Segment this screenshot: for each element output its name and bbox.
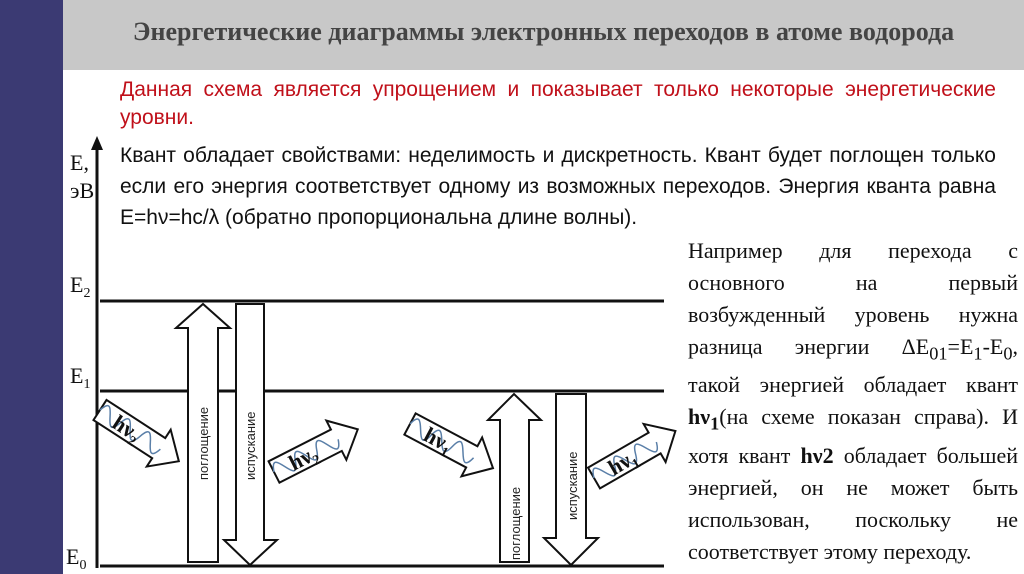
quantum-paragraph: Квант обладает свойствами: неделимость и… <box>120 144 996 229</box>
level-e1-label: E1 <box>70 363 90 392</box>
quantum-hv1: hν1 <box>688 404 719 433</box>
absorption-label-2: поглощение <box>508 487 523 560</box>
delta-sub: 01 <box>929 343 948 364</box>
emission-arrow-e2-e0 <box>221 303 280 567</box>
level-e0-label: E0 <box>66 544 86 573</box>
absorption-arrow-e0-e2 <box>173 302 233 563</box>
delta-e: ΔE <box>901 334 930 359</box>
absorption-arrow-e0-e1 <box>485 392 544 563</box>
quantum-hv1-center: hν1 <box>403 412 495 478</box>
emission-arrow-e1-e0 <box>541 393 601 567</box>
quantum-hv1-sub: 1 <box>710 413 720 434</box>
emission-label-2: испускание <box>565 451 580 520</box>
quantum-hv2: hν2 <box>800 442 834 468</box>
page-title: Энергетические диаграммы электронных пер… <box>132 17 955 46</box>
eq2-sub: 0 <box>1003 343 1013 364</box>
side-part4: обладает большей энергией, он не может б… <box>688 442 1018 564</box>
emission-label-1: испускание <box>243 411 258 480</box>
axis-label-ev: эВ <box>70 178 94 203</box>
quantum-hv1-base: hν <box>688 404 711 430</box>
title-band <box>63 0 1024 70</box>
axis-label-e: E, <box>70 150 89 175</box>
quantum-hv2-middle: hν2 <box>267 419 360 485</box>
side-part3: (на схеме показан справа). И хотя квант <box>688 404 1018 468</box>
side-part1: Например для перехода с основного на пер… <box>688 238 1018 359</box>
energy-axis-arrow <box>91 136 103 150</box>
left-accent-bar <box>0 0 63 574</box>
note-text: Данная схема является упрощением и показ… <box>120 78 996 129</box>
absorption-label-1: поглощение <box>196 407 211 480</box>
quantum-hv1-right: hν1 <box>586 422 677 490</box>
side-part2: , такой энергией обладает квант <box>688 334 1018 398</box>
side-explanation: Например для перехода с основного на пер… <box>688 235 1018 568</box>
quantum-hv2-left: hν2 <box>92 398 181 468</box>
eq1: =E <box>947 334 974 359</box>
eq1-sub: 1 <box>973 343 983 364</box>
eq2: -E <box>982 334 1004 359</box>
level-e2-label: E2 <box>70 272 90 301</box>
